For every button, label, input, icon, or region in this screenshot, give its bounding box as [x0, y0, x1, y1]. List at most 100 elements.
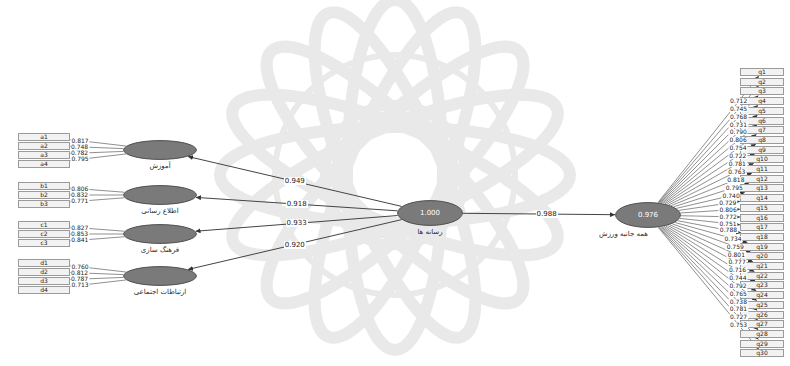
loading-value: 0.763 — [727, 169, 746, 175]
construct-ellipse — [616, 203, 681, 228]
watermark-ring — [325, 105, 465, 245]
indicator-code: q9 — [758, 147, 766, 153]
latent-construct: فرهنگ سازی — [123, 224, 197, 244]
construct-ellipse — [124, 141, 197, 160]
construct-ellipse — [124, 267, 197, 286]
latent-construct: اطلاع رسانی — [123, 185, 197, 205]
indicator-box: q3 — [740, 87, 784, 95]
loading-value: 0.777 — [728, 259, 747, 265]
indicator-code: q16 — [756, 215, 767, 221]
indicator-code: q14 — [756, 195, 767, 201]
indicator-box: q13 — [740, 184, 784, 192]
indicator-box: q16 — [740, 214, 784, 222]
indicator-box: d1 — [18, 259, 70, 267]
path-coefficient: 0.949 — [284, 177, 306, 185]
indicator-code: c2 — [40, 231, 47, 237]
loading-value: 0.748 — [70, 144, 89, 150]
loading-value: 0.790 — [729, 129, 748, 135]
path-arrow — [188, 220, 402, 270]
indicator-box: q2 — [740, 78, 784, 86]
loading-value: 0.712 — [729, 98, 748, 104]
indicator-code: q22 — [756, 273, 767, 279]
indicator-code: q21 — [756, 263, 767, 269]
indicator-code: q5 — [758, 108, 766, 114]
indicator-code: q27 — [756, 321, 767, 327]
indicator-box: d3 — [18, 277, 70, 285]
path-coefficient: 0.920 — [284, 241, 306, 249]
loading-value: 0.781 — [729, 306, 748, 312]
loading-value: 0.795 — [70, 156, 89, 162]
latent-construct: 1.000رسانه ها — [397, 200, 463, 226]
indicator-code: q12 — [756, 176, 767, 182]
indicator-box: a3 — [18, 151, 70, 159]
indicator-code: a3 — [40, 152, 48, 158]
indicator-box: q30 — [740, 349, 784, 357]
indicator-box: q29 — [740, 340, 784, 348]
indicator-box: q18 — [740, 233, 784, 241]
indicator-code: q24 — [756, 292, 767, 298]
indicator-box: d4 — [18, 286, 70, 294]
indicator-code: q29 — [756, 341, 767, 347]
loading-value: 0.801 — [727, 252, 746, 258]
indicator-code: q8 — [758, 137, 766, 143]
construct-name: ارتباطات اجتماعی — [134, 288, 187, 296]
loading-value: 0.745 — [729, 106, 748, 112]
indicator-box: q15 — [740, 204, 784, 212]
loading-value: 0.771 — [70, 198, 89, 204]
loading-value: 0.795 — [725, 185, 744, 191]
indicator-box: c3 — [18, 239, 70, 247]
latent-construct: آموزش — [123, 140, 197, 160]
indicator-box: q28 — [740, 330, 784, 338]
path-coefficient: 0.918 — [286, 200, 308, 208]
construct-ellipse — [398, 201, 463, 226]
indicator-box: c2 — [18, 230, 70, 238]
indicator-box: b3 — [18, 200, 70, 208]
indicator-code: q20 — [756, 253, 767, 259]
loading-value: 0.787 — [70, 276, 89, 282]
loading-value: 0.788 — [719, 227, 738, 233]
loading-value: 0.806 — [729, 137, 748, 143]
indicator-code: c1 — [40, 222, 47, 228]
indicator-box: a4 — [18, 160, 70, 168]
indicator-box: q1 — [740, 68, 784, 76]
loading-arrow — [659, 227, 759, 339]
indicator-code: q17 — [756, 224, 767, 230]
construct-outline — [123, 266, 197, 286]
indicator-code: q30 — [756, 350, 767, 356]
indicator-code: b2 — [40, 192, 48, 198]
loading-arrow — [674, 183, 750, 207]
indicator-code: q3 — [758, 88, 766, 94]
loading-value: 0.738 — [729, 299, 748, 305]
indicator-code: d1 — [40, 260, 48, 266]
indicator-code: q23 — [756, 282, 767, 288]
r-squared-value: 0.976 — [615, 202, 681, 228]
r-squared-value: 1.000 — [397, 200, 463, 226]
path-coefficient: 0.988 — [536, 210, 558, 218]
loading-value: 0.827 — [70, 225, 89, 231]
loading-value: 0.759 — [726, 244, 745, 250]
loading-value: 0.760 — [70, 264, 89, 270]
loading-value: 0.832 — [70, 192, 89, 198]
indicator-code: q15 — [756, 205, 767, 211]
loading-arrow — [660, 105, 758, 203]
loading-value: 0.716 — [728, 267, 747, 273]
construct-name: فرهنگ سازی — [141, 246, 179, 254]
loading-value: 0.753 — [729, 322, 748, 328]
loading-value: 0.744 — [728, 275, 747, 281]
indicator-code: a1 — [40, 134, 48, 140]
indicator-box: q19 — [740, 243, 784, 251]
indicator-code: q13 — [756, 185, 767, 191]
loading-value: 0.751 — [718, 221, 737, 227]
loading-value: 0.841 — [70, 237, 89, 243]
indicator-box: q14 — [740, 194, 784, 202]
loading-value: 0.817 — [70, 138, 89, 144]
indicator-code: q1 — [758, 69, 766, 75]
indicator-box: q17 — [740, 223, 784, 231]
construct-name: همه جانبه ورزش — [599, 230, 648, 238]
indicator-code: a2 — [40, 143, 48, 149]
loading-value: 0.806 — [70, 186, 89, 192]
construct-ellipse — [124, 225, 197, 244]
